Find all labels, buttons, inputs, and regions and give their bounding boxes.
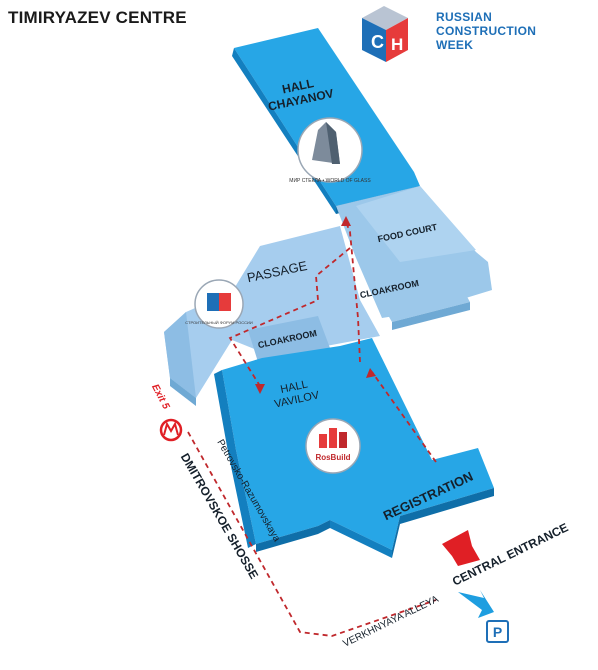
brand-name: RUSSIAN CONSTRUCTION WEEK xyxy=(436,10,536,52)
svg-text:C: C xyxy=(371,32,384,52)
route-arrowheads xyxy=(255,216,376,394)
rosbuild-logo[interactable]: RosBuild xyxy=(305,418,361,474)
food-court-wing[interactable] xyxy=(336,186,492,330)
walking-route xyxy=(187,221,437,637)
metro-icon xyxy=(159,418,183,442)
entrance-arrow-icon xyxy=(442,530,480,566)
brand-line-2: CONSTRUCTION xyxy=(436,24,537,38)
parking-label: P xyxy=(493,624,502,640)
brand-line-1: RUSSIAN xyxy=(436,10,493,24)
cloakroom-left-block[interactable] xyxy=(248,316,330,362)
exit-label: Exit 5 xyxy=(149,382,171,411)
world-of-glass-logo[interactable]: МИР СТЕКЛА • WORLD OF GLASS xyxy=(289,117,371,184)
page-title: TIMIRYAZEV CENTRE xyxy=(8,8,187,27)
rcf-logo-text: СТРОИТЕЛЬНЫЙ ФОРУМ РОССИИ xyxy=(185,320,253,325)
brand-line-3: WEEK xyxy=(436,38,474,52)
svg-text:HALL: HALL xyxy=(281,76,315,96)
parking-arrow-icon xyxy=(458,590,494,618)
svg-text:HALL: HALL xyxy=(279,378,308,395)
rosbuild-text: RosBuild xyxy=(315,453,350,462)
russian-construction-forum-logo[interactable]: СТРОИТЕЛЬНЫЙ ФОРУМ РОССИИ xyxy=(185,279,253,329)
world-of-glass-text: МИР СТЕКЛА • WORLD OF GLASS xyxy=(289,178,371,184)
alley-label: VERKHNYAYA ALLEYA xyxy=(341,594,440,650)
svg-text:H: H xyxy=(391,35,403,54)
rcw-logo-icon: C H xyxy=(362,6,408,62)
passage-area[interactable] xyxy=(164,226,380,406)
parking-sign[interactable]: P xyxy=(486,620,509,643)
